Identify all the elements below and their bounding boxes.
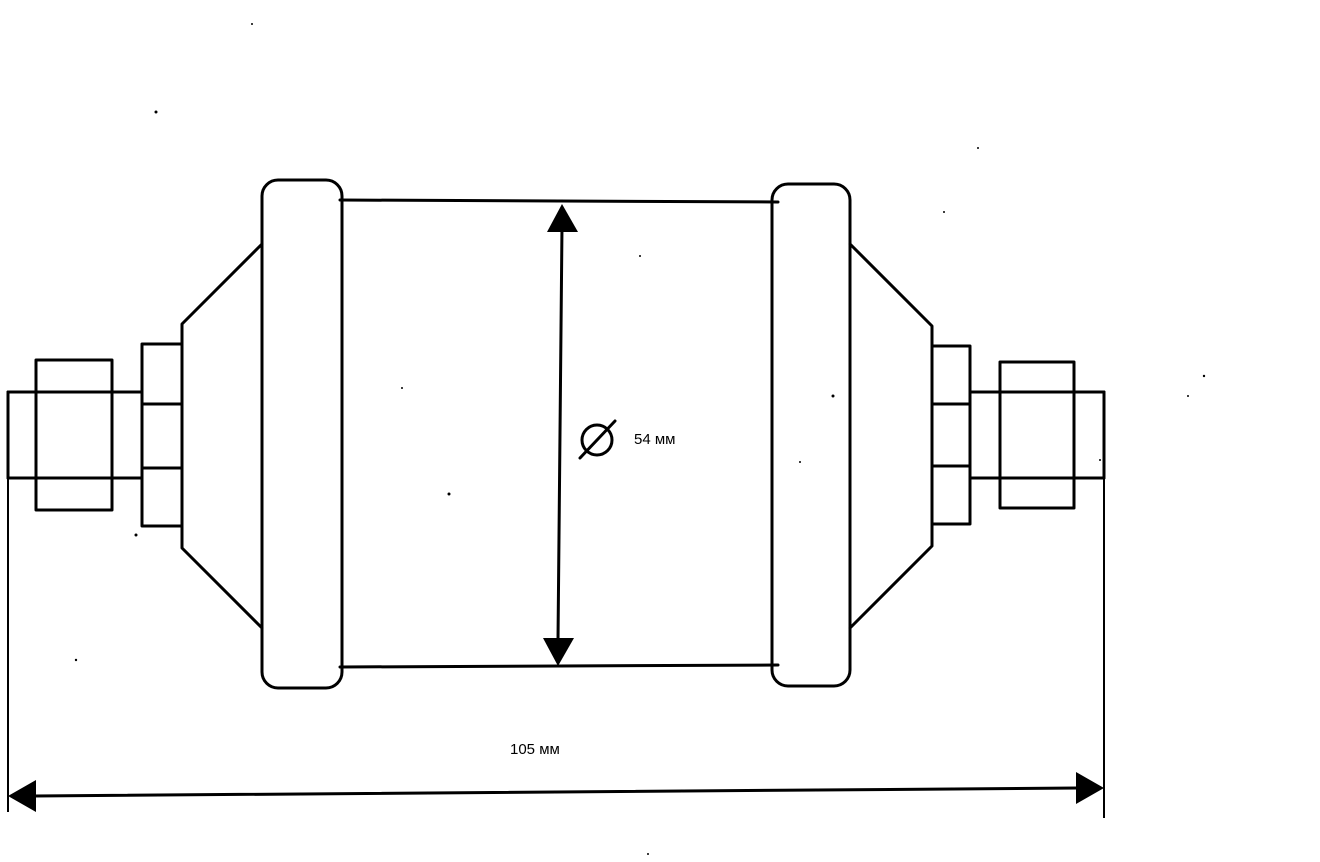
length-extension-lines	[7, 478, 1105, 818]
length-label: 105 мм	[510, 741, 560, 758]
right-end-cap	[770, 182, 852, 688]
diameter-dimension-arrow	[543, 204, 578, 666]
left-end-cap	[260, 178, 344, 690]
right-cone	[848, 242, 934, 630]
diameter-label: 54 мм	[634, 431, 675, 448]
right-hex-nut	[930, 344, 972, 526]
left-fitting	[6, 358, 144, 512]
scan-specks	[74, 23, 1206, 855]
filter-body	[338, 198, 780, 669]
left-hex-nut	[140, 342, 184, 528]
length-dimension-arrow	[8, 772, 1104, 812]
right-fitting	[968, 360, 1106, 510]
diameter-symbol-icon	[578, 419, 617, 460]
left-cone	[180, 242, 264, 630]
